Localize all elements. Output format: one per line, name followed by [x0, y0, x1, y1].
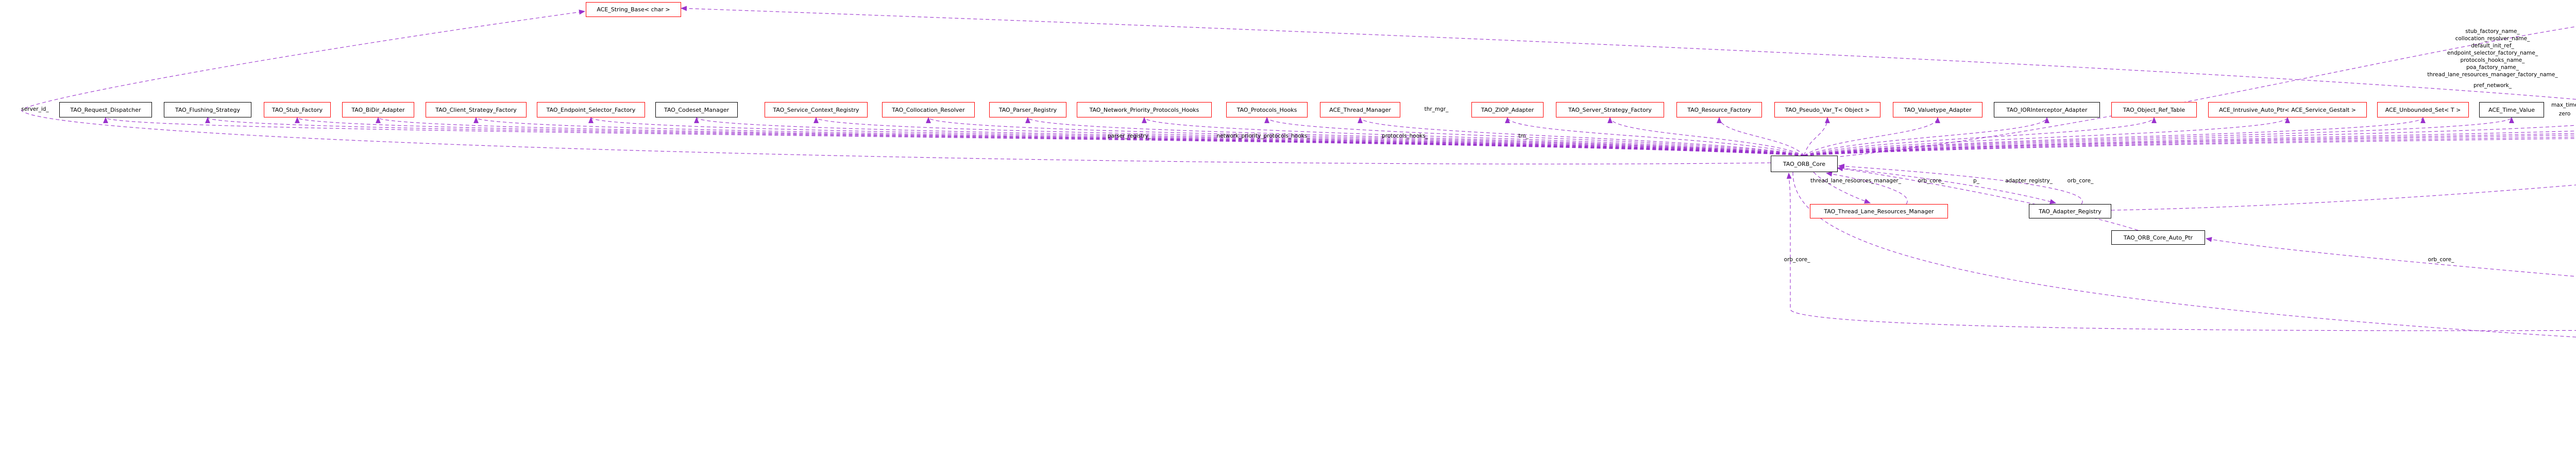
edge-label: tm_	[1518, 133, 1529, 139]
edge-hub-n21	[1804, 116, 2290, 156]
edge-hub-n8	[814, 116, 1805, 156]
edge-hub-n13	[1358, 116, 1805, 156]
edge-hub-n16	[1717, 116, 1805, 156]
graph-node-n16[interactable]: TAO_Resource_Factory	[1676, 102, 1762, 117]
graph-node-tlrm[interactable]: TAO_Thread_Lane_Resources_Manager	[1810, 204, 1948, 218]
edge-label: stub_factory_name_	[2465, 28, 2520, 35]
graph-node-n5[interactable]: TAO_Client_Strategy_Factory	[426, 102, 527, 117]
edge-stub-hub	[1786, 172, 2576, 331]
edge-autoptr-hub	[1836, 166, 2139, 231]
graph-node-n14[interactable]: TAO_ZIOP_Adapter	[1471, 102, 1544, 117]
edge-hub-n4	[376, 116, 1805, 156]
edge-label: adapter_registry_	[2005, 178, 2053, 184]
graph-node-autoptr[interactable]: TAO_ORB_Core_Auto_Ptr	[2111, 230, 2205, 245]
edge-label: p_	[1973, 178, 1979, 184]
edge-label: max_time	[2551, 102, 2576, 108]
edge-hub-n2	[205, 116, 1805, 156]
graph-node-adreg[interactable]: TAO_Adapter_Registry	[2029, 204, 2111, 218]
graph-node-n23[interactable]: ACE_Time_Value	[2479, 102, 2544, 117]
graph-node-n19[interactable]: TAO_IORInterceptor_Adapter	[1994, 102, 2100, 117]
edge-hub-n1	[103, 116, 1805, 156]
edge-hub-n19	[1804, 116, 2049, 156]
edge-n24-string_base	[680, 6, 2576, 100]
graph-node-n20[interactable]: TAO_Object_Ref_Table	[2111, 102, 2197, 117]
edge-hub-corba_object	[1792, 172, 2576, 337]
graph-node-hub[interactable]: TAO_ORB_Core	[1771, 156, 1838, 172]
edge-label: protocols_hooks_	[1382, 133, 1428, 139]
edge-hub-n26	[1804, 133, 2576, 156]
edge-hub-n30	[1804, 138, 2576, 156]
edge-hub-n25	[1804, 130, 2576, 156]
edge-label: thread_lane_resources_manager_factory_na…	[2427, 72, 2558, 78]
edge-label: pref_network_	[2473, 82, 2512, 89]
edge-label: server_id_	[21, 106, 49, 112]
graph-node-n13[interactable]: ACE_Thread_Manager	[1320, 102, 1400, 117]
graph-node-n21[interactable]: ACE_Intrusive_Auto_Ptr< ACE_Service_Gest…	[2208, 102, 2367, 117]
graph-node-n11[interactable]: TAO_Network_Priority_Protocols_Hooks	[1077, 102, 1212, 117]
edge-hub-n27	[1804, 134, 2576, 156]
edge-hub-n7	[694, 116, 1805, 156]
edge-label: zero	[2558, 111, 2571, 117]
edge-label: endpoint_selector_factory_name_	[2447, 50, 2538, 56]
edge-hub-tlrm	[1813, 172, 1871, 204]
edge-label: orb_core_	[1784, 257, 1810, 263]
edge-label: thread_lane_resources_manager_	[1810, 178, 1901, 184]
edge-hub-n5	[473, 116, 1805, 156]
edge-label: protocols_hooks_name_	[2460, 57, 2525, 63]
edge-label: orb_core_	[1918, 178, 1944, 184]
graph-node-string_base[interactable]: ACE_String_Base< char >	[586, 2, 681, 17]
graph-node-n4[interactable]: TAO_BiDir_Adapter	[342, 102, 414, 117]
edge-label: orb_core_	[2428, 257, 2454, 263]
edge-hub-n3	[295, 116, 1805, 156]
graph-node-n22[interactable]: ACE_Unbounded_Set< T >	[2377, 102, 2469, 117]
graph-node-n7[interactable]: TAO_Codeset_Manager	[655, 102, 738, 117]
edge-hub-n23	[1804, 116, 2514, 156]
edge-hub-n18	[1804, 116, 1940, 156]
graph-node-n10[interactable]: TAO_Parser_Registry	[989, 102, 1066, 117]
edge-label: network_priority_protocols_hooks_	[1216, 133, 1310, 139]
graph-node-n2[interactable]: TAO_Flushing_Strategy	[164, 102, 251, 117]
graph-node-n9[interactable]: TAO_Collocation_Resolver	[882, 102, 975, 117]
edge-hub-n15	[1607, 116, 1805, 156]
graph-node-n17[interactable]: TAO_Pseudo_Var_T< Object >	[1774, 102, 1880, 117]
edge-stub-autoptr	[2205, 236, 2576, 277]
graph-node-n6[interactable]: TAO_Endpoint_Selector_Factory	[537, 102, 645, 117]
edge-label: collocation_resolver_name_	[2455, 36, 2530, 42]
graph-node-n18[interactable]: TAO_Valuetype_Adapter	[1893, 102, 1982, 117]
graph-node-n1[interactable]: TAO_Request_Dispatcher	[59, 102, 152, 117]
edge-hub-string_base	[21, 9, 1771, 164]
graph-node-n8[interactable]: TAO_Service_Context_Registry	[765, 102, 868, 117]
edge-hub-n9	[926, 116, 1805, 156]
edge-hub-n10	[1025, 116, 1805, 156]
edge-hub-n6	[588, 116, 1805, 156]
edge-hub-adreg	[1834, 167, 2057, 204]
edge-hub-n12	[1264, 116, 1805, 156]
graph-node-n3[interactable]: TAO_Stub_Factory	[264, 102, 331, 117]
edge-hub-n14	[1505, 116, 1805, 156]
edge-label: default_init_ref_	[2471, 43, 2514, 49]
edge-hub-n20	[1804, 116, 2157, 156]
edge-hub-n22	[1804, 116, 2426, 156]
edge-label: orb_core_	[2067, 178, 2094, 184]
graph-node-n15[interactable]: TAO_Server_Strategy_Factory	[1556, 102, 1664, 117]
edge-label: poa_factory_name_	[2466, 64, 2519, 71]
edge-adreg-hub	[1838, 163, 2083, 205]
edge-label: parser_registry_	[1107, 133, 1151, 139]
edge-hub-n17	[1804, 116, 1830, 156]
graph-node-n12[interactable]: TAO_Protocols_Hooks	[1226, 102, 1308, 117]
edge-hub-n11	[1142, 116, 1805, 156]
edge-label: thr_mgr_	[1424, 106, 1449, 112]
